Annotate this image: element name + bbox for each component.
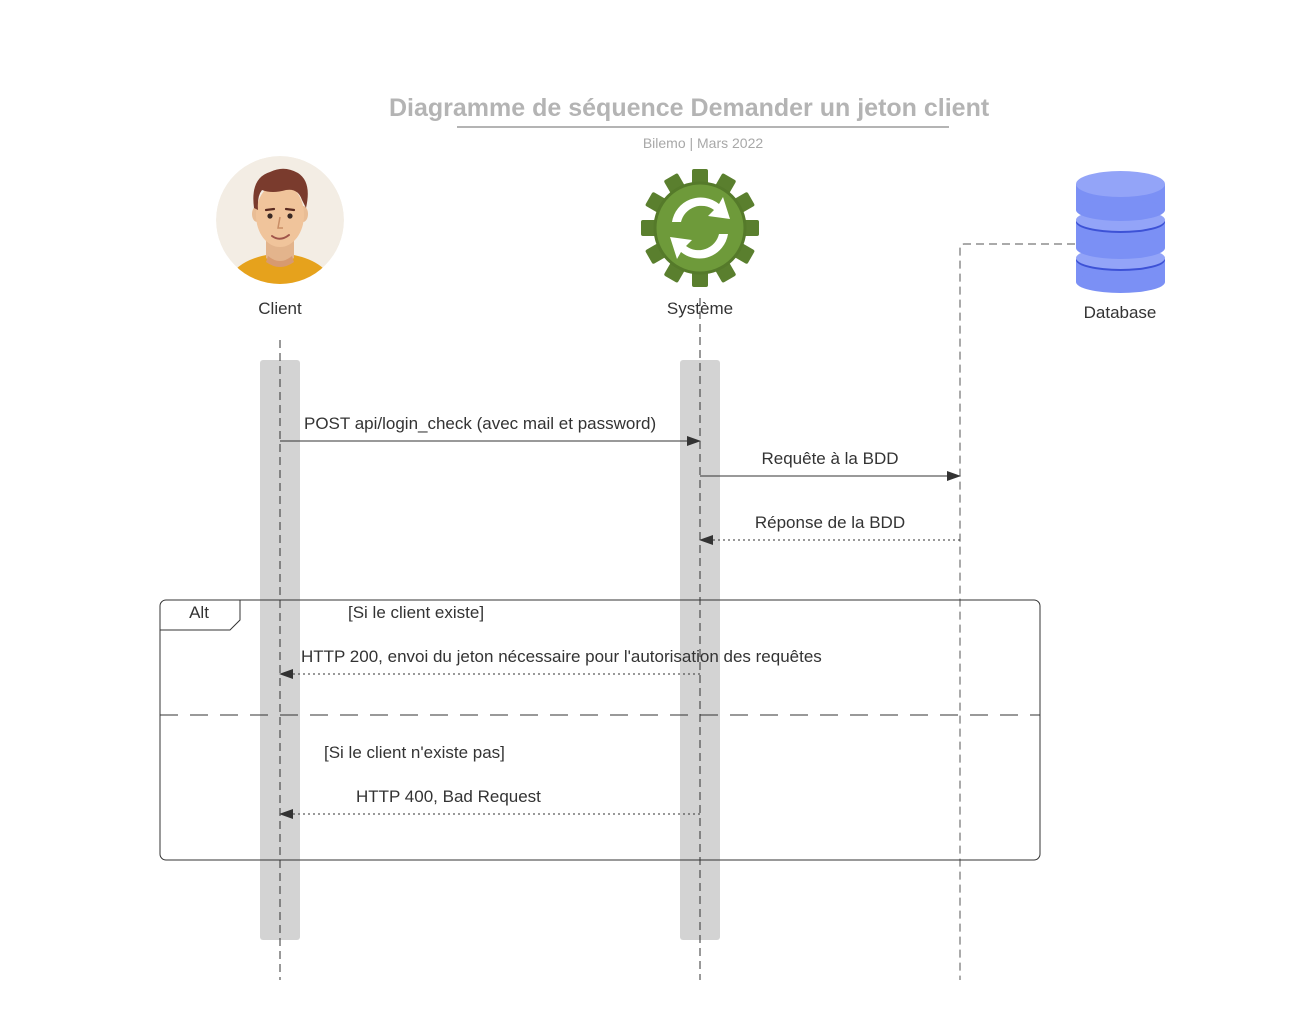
message-label-http-400: HTTP 400, Bad Request	[356, 787, 541, 806]
client-activation-bar	[260, 360, 300, 940]
actor-label-system: Système	[666, 299, 734, 318]
message-label-db-response: Réponse de la BDD	[754, 513, 906, 532]
database-icon	[1076, 171, 1165, 293]
person-avatar-icon	[216, 156, 344, 284]
alt-guard-client-exists: [Si le client existe]	[348, 603, 485, 622]
alt-guard-client-missing: [Si le client n'existe pas]	[324, 743, 505, 762]
database-lifeline	[959, 243, 1075, 980]
alt-operator-label: Alt	[189, 603, 209, 622]
alt-operator-box	[160, 600, 241, 631]
actor-label-client: Client	[258, 299, 302, 318]
message-label-login-check: POST api/login_check (avec mail et passw…	[304, 414, 657, 433]
diagram-title: Diagramme de séquence Demander un jeton …	[389, 94, 990, 122]
diagram-subtitle: Bilemo | Mars 2022	[642, 135, 764, 151]
message-label-db-request: Requête à la BDD	[761, 449, 899, 468]
message-label-http-200: HTTP 200, envoi du jeton nécessaire pour…	[301, 647, 822, 666]
alt-fragment-frame	[159, 599, 1041, 861]
gear-sync-icon	[641, 169, 759, 287]
actor-label-database: Database	[1083, 303, 1157, 322]
